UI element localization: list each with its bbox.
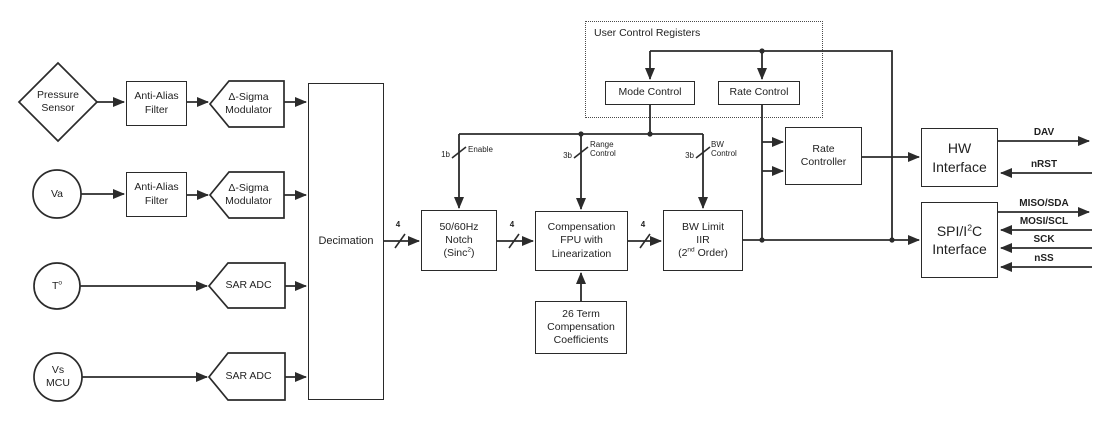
rate-controller-label-line1: Rate [812,142,835,155]
rate-controller-label-line2: Controller [800,156,847,168]
compensation-label-line2: FPU with [560,234,603,247]
mode-control-label: Mode Control [618,86,682,99]
signal-miso-sda-label: MISO/SDA [1019,198,1069,209]
rate-controller-block: Rate Controller [785,127,862,185]
vs-mcu-label: Vs MCU [46,364,70,389]
pressure-sensor-diamond [17,61,99,143]
hw-interface-block: HW Interface [921,128,998,187]
enable-width-label: 1b [441,150,450,159]
pressure-sensor-label: Pressure Sensor [36,89,79,114]
signal-dav-label: DAV [1033,127,1055,138]
temperature-label: To [51,279,63,292]
coefficients-label-line2: Compensation [547,320,615,333]
va-label: Va [50,187,64,200]
bw-limit-label-line3: (2nd Order) [678,246,728,260]
temperature-circle [33,262,81,310]
bus-width-4-notch: 4 [509,220,515,229]
sar-adc-1-shape [207,262,286,309]
spi-i2c-label-line2: Interface [932,241,987,257]
rate-control-label: Rate Control [729,86,789,99]
spi-i2c-interface-block: SPI/I2C Interface [921,202,998,278]
notch-label-line1: 50/60Hz [439,220,479,233]
compensation-label-line3: Linearization [551,247,612,260]
bus-width-4-comp: 4 [640,220,646,229]
anti-alias-filter-2-label-line1: Anti-Alias [134,181,179,194]
signal-nrst-label: nRST [1030,159,1058,170]
range-width-label: 3b [563,151,572,160]
decimation-block: Decimation [308,83,384,400]
anti-alias-filter-2-block: Anti-Alias Filter [126,172,187,217]
user-control-registers-label: User Control Registers [594,27,701,39]
bw-width-label: 3b [685,151,694,160]
anti-alias-filter-1-label-line1: Anti-Alias [134,90,179,103]
coefficients-label-line1: 26 Term [562,307,600,320]
anti-alias-filter-2-label-line2: Filter [144,194,169,207]
bw-limit-label-line1: BW Limit [682,220,724,233]
delta-sigma-2-shape [208,171,285,219]
delta-sigma-2-label: Δ-Sigma Modulator [225,181,272,207]
delta-sigma-1-shape [208,80,285,128]
sar-adc-2-label: SAR ADC [225,370,272,383]
bw-control-label: BW Control [711,140,737,159]
vs-mcu-circle [33,352,83,402]
coefficients-block: 26 Term Compensation Coefficients [535,301,627,354]
sar-adc-2-shape [207,352,286,401]
notch-label-line2: Notch [445,233,473,246]
notch-label-line3: (Sinc2) [443,246,475,260]
anti-alias-filter-1-block: Anti-Alias Filter [126,81,187,126]
hw-interface-label-line1: HW [947,140,972,157]
hw-interface-label-line2: Interface [932,158,987,175]
mode-control-block: Mode Control [605,81,695,105]
sar-adc-1-label: SAR ADC [225,279,272,292]
bw-limit-label-line2: IIR [696,233,710,246]
enable-label: Enable [468,145,493,154]
range-control-label: Range Control [590,140,616,159]
compensation-fpu-block: Compensation FPU with Linearization [535,211,628,271]
va-circle [32,169,82,219]
bus-width-4-decimation: 4 [395,220,401,229]
rate-control-block: Rate Control [718,81,800,105]
notch-filter-block: 50/60Hz Notch (Sinc2) [421,210,497,271]
signal-sck-label: SCK [1033,234,1055,245]
bw-limit-iir-block: BW Limit IIR (2nd Order) [663,210,743,271]
anti-alias-filter-1-label-line2: Filter [144,103,169,116]
spi-i2c-label-line1: SPI/I2C [936,222,983,239]
signal-nss-label: nSS [1034,253,1054,264]
signal-mosi-scl-label: MOSI/SCL [1019,216,1069,227]
decimation-label: Decimation [318,234,374,247]
delta-sigma-1-label: Δ-Sigma Modulator [225,90,272,116]
coefficients-label-line3: Coefficients [553,334,609,347]
compensation-label-line1: Compensation [547,221,616,234]
